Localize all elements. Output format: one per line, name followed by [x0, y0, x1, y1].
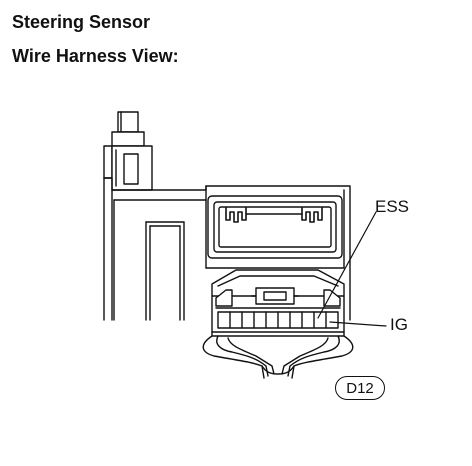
- leader-lines: [317, 211, 387, 327]
- ig-terminal-label: IG: [390, 315, 408, 334]
- sensor-body: [103, 177, 351, 321]
- connector-code-badge: D12: [335, 376, 385, 400]
- connector-code-text: D12: [346, 379, 374, 397]
- upper-socket: [207, 195, 343, 259]
- title-steering-sensor: Steering Sensor: [12, 12, 151, 32]
- title-wire-harness-view: Wire Harness View:: [12, 46, 179, 66]
- lower-connector: [211, 269, 345, 337]
- wire-harness: [202, 335, 354, 379]
- ess-terminal-label: ESS: [375, 197, 410, 216]
- sensor-post: [103, 111, 153, 321]
- ess-leader-line: [317, 211, 377, 319]
- ig-leader-line: [329, 321, 387, 327]
